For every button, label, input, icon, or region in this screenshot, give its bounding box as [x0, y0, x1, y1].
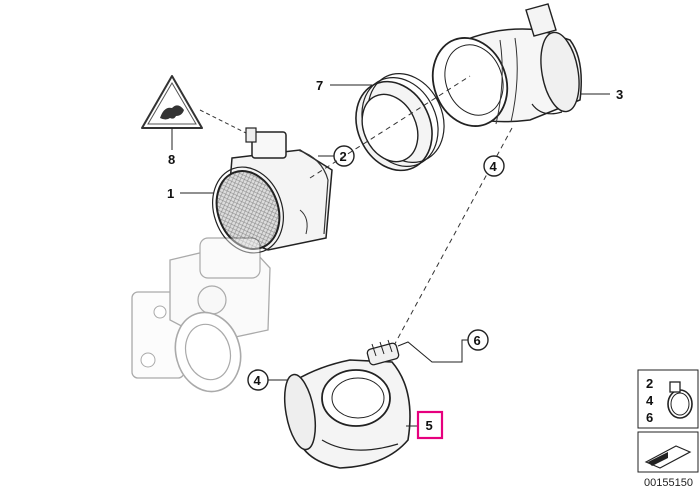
legend-item-6: 6 [646, 410, 653, 425]
callout-4-upper: 4 [483, 155, 505, 177]
svg-text:4: 4 [254, 373, 262, 388]
svg-text:4: 4 [490, 159, 498, 174]
document-id: 00155150 [644, 477, 693, 489]
dashed-leader-8 [199, 109, 251, 136]
legend-panel: 2 4 6 [637, 369, 699, 429]
callout-1: 1 [167, 186, 174, 201]
sealing-ring [355, 73, 445, 172]
callout-4-lower: 4 [247, 369, 269, 391]
svg-text:6: 6 [474, 333, 481, 348]
callout-3: 3 [616, 87, 623, 102]
assembly-axis-top [309, 75, 471, 179]
warning-sticker-icon [141, 75, 203, 129]
leader-6 [397, 339, 468, 363]
legend-item-4: 4 [646, 393, 654, 408]
intake-elbow [283, 339, 411, 469]
air-mass-meter [212, 127, 333, 254]
intake-boot [431, 3, 582, 127]
callout-7: 7 [316, 78, 323, 93]
part-group-panel [637, 431, 699, 473]
callout-6: 6 [467, 329, 489, 351]
throttle-body [131, 237, 271, 393]
hose-clamp-icon [667, 381, 693, 419]
callout-8: 8 [168, 152, 175, 167]
part-group-arrow-icon [644, 445, 692, 469]
callout-5: 5 [426, 418, 433, 433]
highlight-box-5 [416, 410, 444, 440]
legend-item-2: 2 [646, 376, 653, 391]
